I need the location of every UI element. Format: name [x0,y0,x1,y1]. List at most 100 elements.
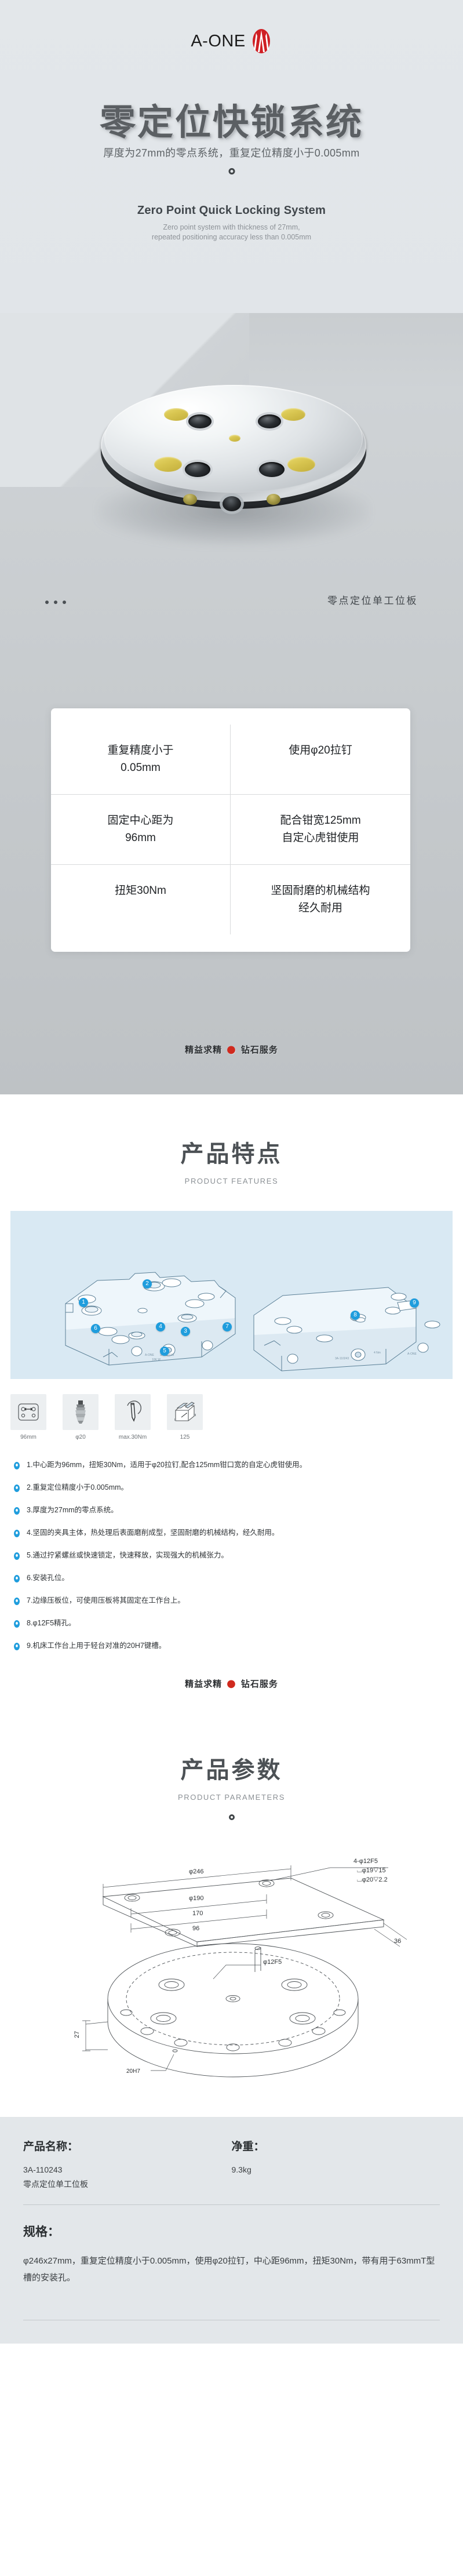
dim-27: 27 [74,2031,81,2038]
center-lock-port [223,496,241,511]
specification-text: φ246x27mm，重复定位精度小于0.005mm，使用φ20拉钉，中心距96m… [23,2256,435,2283]
list-item-text: 7.边缘压板位，可使用压板将其固定在工作台上。 [27,1596,185,1604]
ring-bullet-icon [13,1551,21,1561]
technical-drawing: φ246 φ190 170 96 36 27 φ12F5 4-φ12F5 ⌴φ1… [0,1827,463,2117]
side-screw-left [183,494,197,505]
a-one-logo-icon [250,28,272,54]
brand-tagline-secondary: 精益求精●钻石服务 [0,1664,463,1713]
side-screw-right [267,494,280,505]
ring-bullet-icon [13,1483,21,1493]
product-detail-page: A-ONE 零定位快锁系统 厚度为27mm的零点系统，重复定位精度小于0.005… [0,0,463,2344]
parameters-title: 产品参数 [180,1757,283,1784]
locating-hole-top-right [258,414,281,428]
callout-badge-6: 6 [91,1324,100,1333]
callout-badge-9: 9 [410,1298,419,1308]
features-cad-illustration: 3A-110243 10K W A-ONE 3A-110243 4 Nm A-O… [10,1211,453,1379]
note-line-1: 4-φ12F5 [353,1858,378,1865]
dim-36: 36 [394,1938,401,1945]
tagline-left: 精益求精 [185,1679,223,1689]
center-distance-icon [10,1394,46,1430]
dim-170: 170 [192,1910,203,1917]
list-item: 1.中心距为96mm，扭矩30Nm，适用于φ20拉钉,配合125mm钳口宽的自定… [13,1460,448,1471]
tagline-right: 钻石服务 [240,1045,278,1055]
dot-3 [63,601,66,604]
hero-english-subtitle: Zero point system with thickness of 27mm… [0,223,463,242]
callout-badge-3: 3 [181,1327,190,1336]
list-item-text: 3.厚度为27mm的零点系统。 [27,1506,118,1514]
icon-caption: max.30Nm [118,1434,147,1440]
dim-bolt-circle: φ190 [189,1895,204,1902]
dot-1 [45,601,49,604]
product-photo-zero-point-plate [86,342,381,562]
features-title: 产品特点 [180,1141,283,1167]
feature-icon-item: max.30Nm [115,1394,151,1440]
ring-bullet-icon [13,1642,21,1651]
feature-icon-item: 96mm [10,1394,46,1440]
svg-text:A-ONE: A-ONE [407,1352,417,1356]
ring-divider-icon [228,1814,235,1820]
list-item-text: 9.机床工作台上用于轻台对准的20H7键槽。 [27,1642,166,1650]
net-weight-label: 净重： [231,2141,265,2153]
bottom-spec-section: 产品名称： 3A-110243 零点定位单工位板 净重： 9.3kg 规格： φ… [0,2117,463,2344]
spec-row: 扭矩30Nm 坚固耐磨的机械结构经久耐用 [51,864,410,934]
icon-caption: 96mm [20,1434,37,1440]
divider [23,2204,440,2205]
feature-icon-strip: 96mm φ20 [0,1379,463,1440]
list-item-text: 2.重复定位精度小于0.005mm。 [27,1483,129,1491]
list-item: 3.厚度为27mm的零点系统。 [13,1505,448,1516]
list-item: 8.φ12F5精孔。 [13,1618,448,1629]
callout-badge-4: 4 [156,1322,165,1331]
hero-english-subtitle-line1: Zero point system with thickness of 27mm… [163,223,300,231]
svg-text:96: 96 [192,1925,199,1932]
callout-badge-7: 7 [223,1322,232,1331]
specification-label: 规格： [23,2225,60,2239]
callout-badge-1: 1 [79,1298,88,1307]
spec-cell-torque: 扭矩30Nm [51,864,231,934]
svg-text:4 Nm: 4 Nm [374,1351,381,1355]
pull-stud-icon [63,1394,99,1430]
locating-hole-bottom-right [259,462,285,477]
brass-pad-bottom-right [287,457,315,472]
features-subtitle: PRODUCT FEATURES [184,1177,279,1185]
ring-bullet-icon [13,1574,21,1584]
product-name-block: 产品名称： 3A-110243 零点定位单工位板 [23,2138,232,2192]
torque-icon [115,1394,151,1430]
dim-12f5: φ12F5 [263,1959,282,1966]
product-features-section: 产品特点 PRODUCT FEATURES [0,1094,463,1719]
ring-bullet-icon [13,1529,21,1538]
locating-hole-bottom-left [185,462,210,477]
cad-part-number-right: 3A-110243 [335,1357,349,1360]
feature-icon-item: φ20 [63,1394,99,1440]
note-20h7: 20H7 [126,2068,140,2075]
brass-pad-top-right [281,408,305,421]
tagline-separator-icon: ● [227,1043,236,1056]
hero-english-title: Zero Point Quick Locking System [137,204,326,217]
product-caption: 零点定位单工位板 [327,595,418,606]
list-item: 4.坚固的夹具主体，热处理后表面磨削成型，坚固耐磨的机械结构，经久耐用。 [13,1528,448,1538]
note-line-2: ⌴φ19▽15 [357,1867,386,1874]
callout-badge-5: 5 [160,1347,169,1356]
product-description: 零点定位单工位板 [23,2180,88,2189]
net-weight-value: 9.3kg [231,2165,251,2174]
dot-2 [54,601,57,604]
svg-text:A-ONE: A-ONE [145,1354,155,1357]
vise-icon [167,1394,203,1430]
ring-divider-icon [228,168,235,174]
product-code: 3A-110243 [23,2165,63,2174]
hero-section: A-ONE 零定位快锁系统 厚度为27mm的零点系统，重复定位精度小于0.005… [0,0,463,1094]
ring-bullet-icon [13,1619,21,1629]
brass-pad-center [229,435,240,442]
feature-list: 1.中心距为96mm，扭矩30Nm，适用于φ20拉钉,配合125mm钳口宽的自定… [0,1440,463,1651]
parameters-subtitle: PRODUCT PARAMETERS [177,1793,286,1802]
tagline-right: 钻石服务 [240,1679,278,1689]
cad-part-number-left: 3A-110243 [160,1354,174,1357]
tagline-left: 精益求精 [185,1045,223,1055]
list-item-text: 6.安装孔位。 [27,1574,69,1582]
more-indicator [45,601,66,604]
